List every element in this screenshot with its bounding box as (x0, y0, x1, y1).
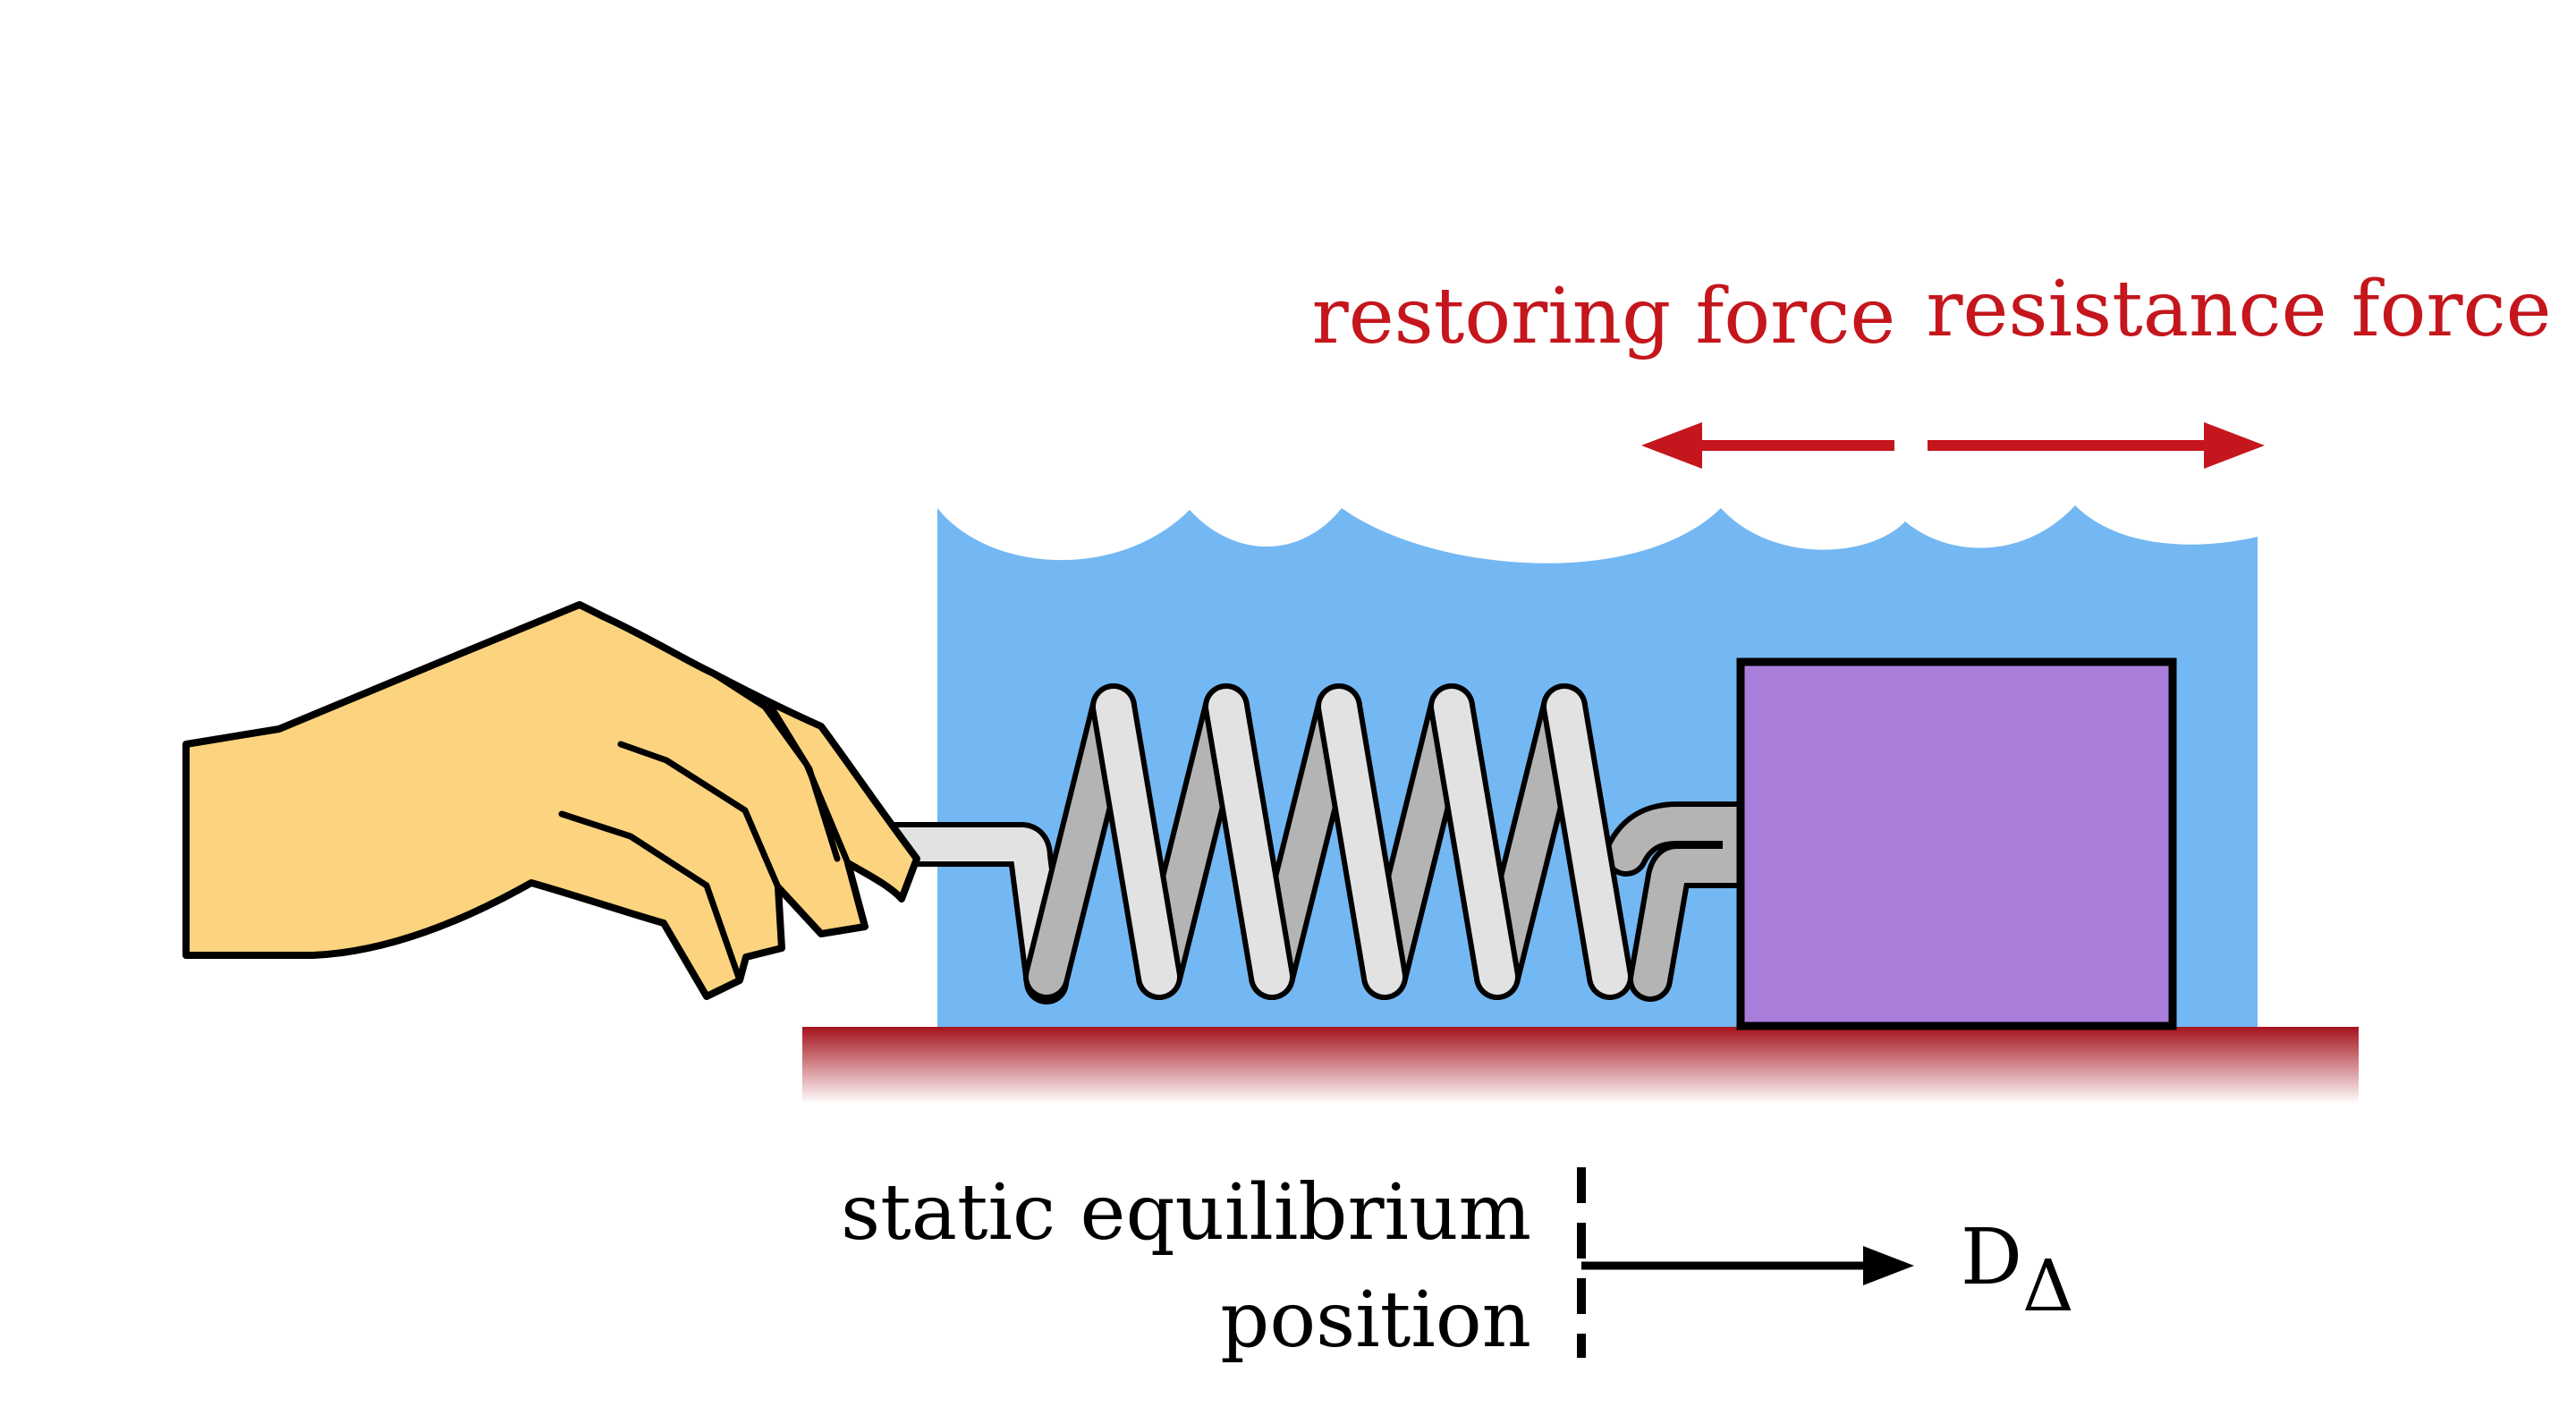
restoring-force-arrow (1641, 422, 1894, 469)
spring-front-strand (1428, 683, 1521, 1000)
displacement-label: DΔ (1961, 1213, 2074, 1327)
hand-shape (182, 601, 920, 1000)
finger-crease-middle (767, 703, 841, 862)
equilibrium-label-line1: static equilibrium (841, 1168, 1531, 1258)
displacement-label-subscript: Δ (2022, 1244, 2074, 1327)
spring-front-strand (1203, 683, 1295, 1000)
restoring-force-label: restoring force (1312, 272, 1896, 361)
resistance-force-arrow (1928, 422, 2265, 469)
mass-block (1736, 657, 2177, 1030)
displacement-label-main: D (1961, 1213, 2022, 1302)
hand (182, 601, 920, 1000)
equilibrium-label-line2: position (1220, 1276, 1531, 1365)
floor-surface (802, 1027, 2359, 1104)
spring-front-strand (1090, 683, 1182, 1000)
spring-coil-front (1090, 683, 1633, 1000)
finger-crease-lower (558, 810, 743, 984)
resistance-force-label: resistance force (1926, 265, 2551, 354)
displacement-arrow (1581, 1246, 1914, 1285)
left-connector-rod (870, 822, 1069, 1004)
spring-front-strand (1316, 683, 1408, 1000)
spring-front-strand (1541, 683, 1633, 1000)
finger-crease-upper (617, 741, 782, 891)
